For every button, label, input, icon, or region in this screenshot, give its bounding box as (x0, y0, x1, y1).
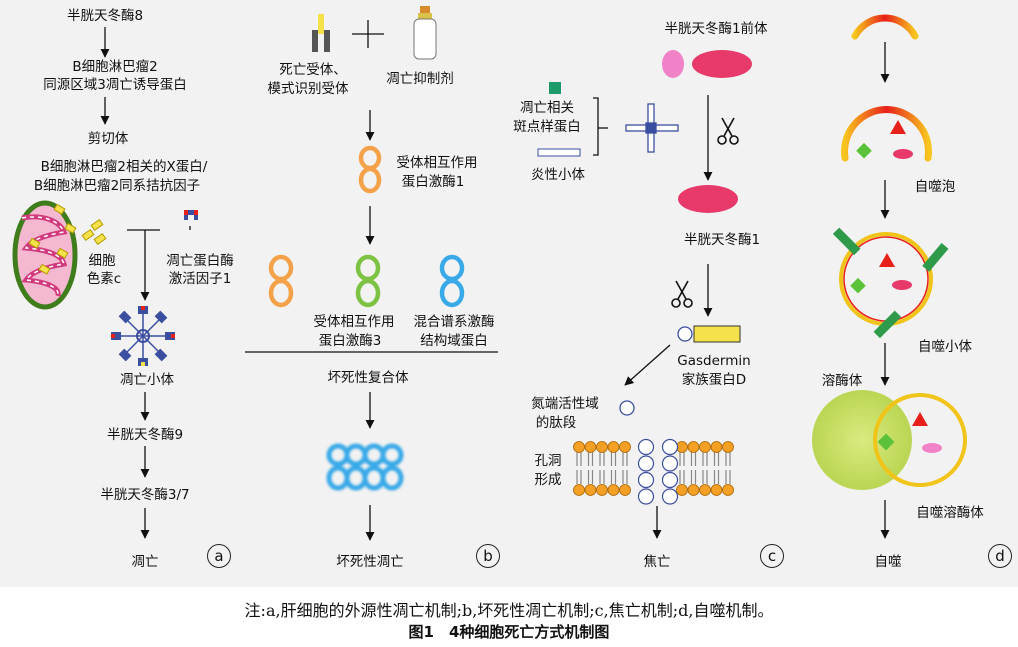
panel-d-marker: d (988, 544, 1012, 568)
apoptosome-label: 凋亡小体 (120, 372, 174, 388)
inhibitor-label: 凋亡抑制剂 (386, 71, 454, 87)
necroptosis-result-label: 坏死性凋亡 (336, 554, 404, 570)
n-terminal-peptide-icon (619, 400, 635, 416)
ripk1-copy-icon (268, 254, 294, 308)
pro-caspase1-icon (662, 50, 752, 78)
bid-label-line1: B细胞淋巴瘤2 (72, 59, 158, 75)
bid-label-line2: 同源区域3凋亡诱导蛋白 (43, 77, 187, 93)
apoptosis-result-label: 凋亡 (131, 554, 159, 570)
lysosome-label: 溶酶体 (821, 373, 863, 389)
inflammasome-complex-icon (625, 103, 679, 153)
scissors-icon-2 (671, 280, 693, 308)
inhibitor-bottle-icon (413, 6, 437, 60)
pyroptosis-result-label: 焦亡 (643, 554, 671, 570)
figure-panel: 半胱天冬酶8 B细胞淋巴瘤2 同源区域3凋亡诱导蛋白 剪切体 B细胞淋巴瘤2相关… (0, 0, 1018, 587)
figure-title: 图1 4种细胞死亡方式机制图 (408, 623, 610, 641)
cytc-label-line1: 细胞 (88, 253, 116, 269)
panel-c-marker: c (760, 544, 784, 568)
pore-label-line1: 孔洞 (534, 453, 562, 469)
receptor-label-line1: 死亡受体、 (279, 62, 347, 78)
mlkl-label-line2: 结构域蛋白 (420, 333, 488, 349)
panel-b-marker: b (476, 544, 500, 568)
mitochondrion-icon (12, 200, 78, 310)
caspase1-label: 半胱天冬酶1 (683, 232, 761, 248)
receptor-label-line2: 模式识别受体 (267, 81, 349, 97)
ripk3-label-line2: 蛋白激酶3 (318, 333, 382, 349)
n-terminal-label-line1: 氮端活性域 (531, 396, 599, 412)
cleaved-label: 剪切体 (87, 131, 129, 147)
autophagy-result-label: 自噬 (874, 554, 902, 570)
ripk3-label-line1: 受体相互作用 (313, 314, 395, 330)
cytc-label-line2: 色素c (86, 271, 122, 287)
death-receptor-icon (312, 14, 330, 52)
asc-label-line2: 斑点样蛋白 (513, 119, 581, 135)
apaf-label-line2: 激活因子1 (168, 271, 232, 287)
autophagosome-forming-icon (841, 106, 932, 162)
scissors-icon (717, 117, 739, 145)
panel-a-arrows (100, 27, 191, 539)
mlkl-label-line1: 混合谱系激酶 (413, 314, 495, 330)
asc-icon (549, 82, 561, 94)
ripk1-icon (358, 145, 382, 194)
bcl-label-line1: B细胞淋巴瘤2相关的X蛋白/ (40, 159, 208, 175)
autophagosome-icon (832, 227, 949, 339)
autophagosome-label: 自噬小体 (918, 339, 972, 355)
cytochrome-c-icon (81, 218, 107, 246)
caspase9-label: 半胱天冬酶9 (106, 427, 184, 443)
phagophore-icon (851, 14, 919, 40)
panel-b-arrows (245, 20, 498, 541)
apoptosome-icon (111, 306, 175, 366)
bcl-label-line2: B细胞淋巴瘤2同系拮抗因子 (33, 178, 201, 194)
necrosome-icon (326, 443, 404, 491)
autophagosome-pre-label: 自噬泡 (914, 179, 956, 195)
caspase37-label: 半胱天冬酶3/7 (100, 487, 190, 503)
gsdmd-label-line1: Gasdermin (677, 353, 751, 369)
apaf1-icon (184, 210, 198, 220)
gsdmd-label-line2: 家族蛋白D (681, 372, 747, 388)
necrosome-label: 坏死性复合体 (327, 370, 409, 386)
ripk3-icon (355, 254, 381, 308)
gsdmd-icon (677, 325, 741, 343)
asc-label-line1: 凋亡相关 (520, 100, 574, 116)
pro-caspase1-label: 半胱天冬酶1前体 (664, 21, 768, 37)
n-terminal-label-line2: 的肽段 (535, 415, 577, 431)
autolysosome-label: 自噬溶酶体 (916, 505, 984, 521)
caspase1-icon (678, 185, 738, 213)
pore-label-line2: 形成 (534, 472, 562, 488)
panel-a-marker: a (207, 544, 231, 568)
autolysosome-icon (812, 390, 967, 490)
inflammasome-bar-icon (537, 148, 581, 157)
panel-c-arrows (593, 95, 713, 539)
diagram-graphics (12, 6, 967, 541)
membrane-pore-icon (573, 438, 734, 505)
ripk1-label-line1: 受体相互作用 (396, 155, 478, 171)
caspase8-label: 半胱天冬酶8 (66, 8, 144, 24)
mlkl-icon (439, 254, 465, 308)
apaf-label-line1: 凋亡蛋白酶 (166, 253, 234, 269)
figure-caption: 注:a,肝细胞的外源性凋亡机制;b,坏死性凋亡机制;c,焦亡机制;d,自噬机制。 (244, 601, 774, 620)
inflammasome-label: 炎性小体 (531, 167, 585, 183)
ripk1-label-line2: 蛋白激酶1 (401, 174, 465, 190)
